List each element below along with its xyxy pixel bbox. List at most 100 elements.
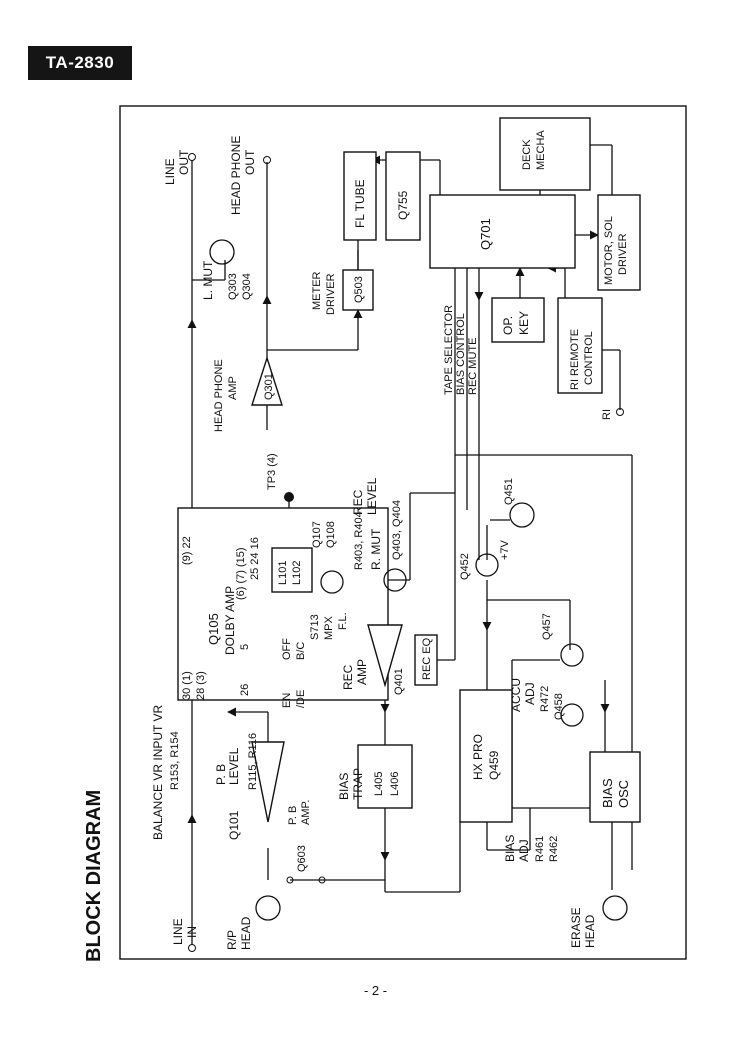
bias-adj-label-2: ADJ: [517, 839, 531, 862]
q101-amp-triangle: [251, 741, 285, 823]
q105-func-label: DOLBY AMP: [223, 586, 237, 655]
s713-label: S713: [309, 614, 321, 640]
rec-mute-label: REC MUTE: [467, 338, 479, 395]
motor-sol-driver-block: [597, 194, 641, 291]
q303-label: Q303: [227, 273, 239, 300]
de-label: /DE: [295, 690, 307, 708]
bias-osc-label: BIAS: [600, 778, 615, 808]
q105-dolby-amp-block: [177, 507, 389, 701]
bc-label: B/C: [295, 642, 307, 660]
transistor-icons: [209, 239, 584, 727]
line-out-label: LINE: [163, 158, 177, 185]
q701-label: Q701: [478, 218, 493, 250]
q304-label: Q304: [241, 273, 253, 300]
off-label: OFF: [281, 638, 293, 660]
q503-label: Q503: [353, 276, 365, 303]
accu-adj-label-2: ADJ: [523, 682, 537, 705]
fl-label: F.L.: [337, 612, 349, 630]
q108-label: Q108: [325, 521, 337, 548]
q503-block: [342, 269, 374, 311]
r472-label: R472: [539, 686, 551, 712]
bias-osc-label-2: OSC: [616, 780, 631, 808]
diagram-title: BLOCK DIAGRAM: [83, 790, 105, 962]
q301-amp-triangle: [251, 355, 283, 406]
ri-remote-control-block: [557, 297, 603, 394]
bias-trap-block: [357, 744, 413, 809]
bias-osc-block: [589, 751, 641, 823]
line-in-label-2: IN: [185, 926, 199, 938]
hx-pro-label: HX PRO: [471, 734, 485, 780]
erase-head-label-2: HEAD: [583, 914, 597, 948]
q401-label: Q401: [393, 668, 405, 695]
q105-pins-top-label: (9) 22: [181, 536, 193, 565]
l406-label: L406: [389, 772, 401, 796]
r-mut-label: R. MUT: [369, 528, 383, 570]
model-tag: TA-2830: [28, 46, 132, 80]
head-phone-amp-label: HEAD PHONE: [213, 359, 225, 432]
r461-label: R461: [534, 836, 546, 862]
rec-amp-label: REC: [341, 664, 355, 690]
diagram-frame: [119, 105, 687, 960]
deck-mecha-label-2: MECHA: [535, 130, 547, 170]
r115-r116-label: R115, R116: [247, 733, 259, 790]
q603-label: Q603: [296, 845, 308, 872]
head-phone-out-label: HEAD PHONE: [229, 136, 243, 215]
accu-adj-label: ACCU: [509, 678, 523, 712]
q457-label: Q457: [541, 613, 553, 640]
page-number: - 2 -: [363, 983, 388, 998]
q459-label: Q459: [487, 750, 501, 780]
q451-label: Q451: [503, 478, 515, 505]
bias-control-label: BIAS CONTROL: [455, 313, 467, 395]
rec-amp-triangle: [367, 624, 403, 688]
q458-label: Q458: [553, 693, 565, 720]
r403-r404-label: R403, R404: [353, 511, 365, 570]
rec-amp-label-2: AMP: [355, 659, 369, 685]
q301-label: Q301: [263, 373, 275, 400]
pb-amp-label: P. B: [287, 806, 299, 825]
rec-eq-block: [414, 634, 438, 686]
bias-trap-label: BIAS: [337, 773, 351, 800]
pb-amp-label-2: AMP.: [300, 800, 312, 825]
rp-head-label-2: HEAD: [239, 916, 253, 950]
line-out-label-2: OUT: [177, 149, 191, 175]
pb-level-label-2: LEVEL: [227, 747, 241, 785]
meter-driver-label: METER: [311, 271, 323, 310]
tp3-label: TP3 (4): [266, 453, 278, 490]
q101-label: Q101: [227, 810, 241, 840]
l405-label: L405: [373, 772, 385, 796]
ri-remote-label: RI REMOTE: [569, 329, 581, 390]
op-key-block: [491, 297, 545, 343]
q105-pins-nums-label: 25 24 16: [249, 537, 261, 580]
rec-level-label: REC: [351, 489, 365, 515]
op-key-label: OP.: [501, 316, 515, 335]
l101-l102-block: [271, 547, 313, 593]
deck-mecha-label: DECK: [521, 139, 533, 170]
q403-q404-label: Q403, Q404: [391, 500, 403, 560]
r462-label: R462: [548, 836, 560, 862]
ri-label: RI: [601, 409, 613, 420]
en-label: EN: [281, 693, 293, 708]
q105-pin26-label: 26: [239, 684, 251, 696]
q105-name-label: Q105: [206, 613, 221, 645]
pb-level-label: P. B: [214, 764, 228, 785]
q107-label: Q107: [311, 521, 323, 548]
deck-mecha-block: [499, 117, 591, 191]
q105-pin28-label: 28 (3): [195, 671, 207, 700]
q105-pins-mid-label: (6) (7) (15): [235, 547, 247, 600]
fl-tube-block: [343, 151, 377, 241]
erase-head-label: ERASE: [569, 907, 583, 948]
meter-driver-label-2: DRIVER: [325, 273, 337, 315]
bias-trap-label-2: TRAP: [351, 768, 365, 800]
hx-pro-block: [459, 689, 513, 823]
q105-pin30-label: 30 (1): [181, 671, 193, 700]
mpx-label: MPX: [323, 616, 335, 641]
op-key-label-2: KEY: [517, 311, 531, 335]
terminal-icons: [188, 153, 624, 952]
tape-selector-label: TAPE SELECTOR: [443, 305, 455, 395]
rp-head-icon: [255, 895, 281, 921]
plus7v-label: +7V: [499, 539, 511, 560]
l-mut-label: L. MUT: [201, 260, 215, 300]
l102-label: L102: [291, 561, 303, 585]
head-phone-out-label-2: OUT: [243, 149, 257, 175]
